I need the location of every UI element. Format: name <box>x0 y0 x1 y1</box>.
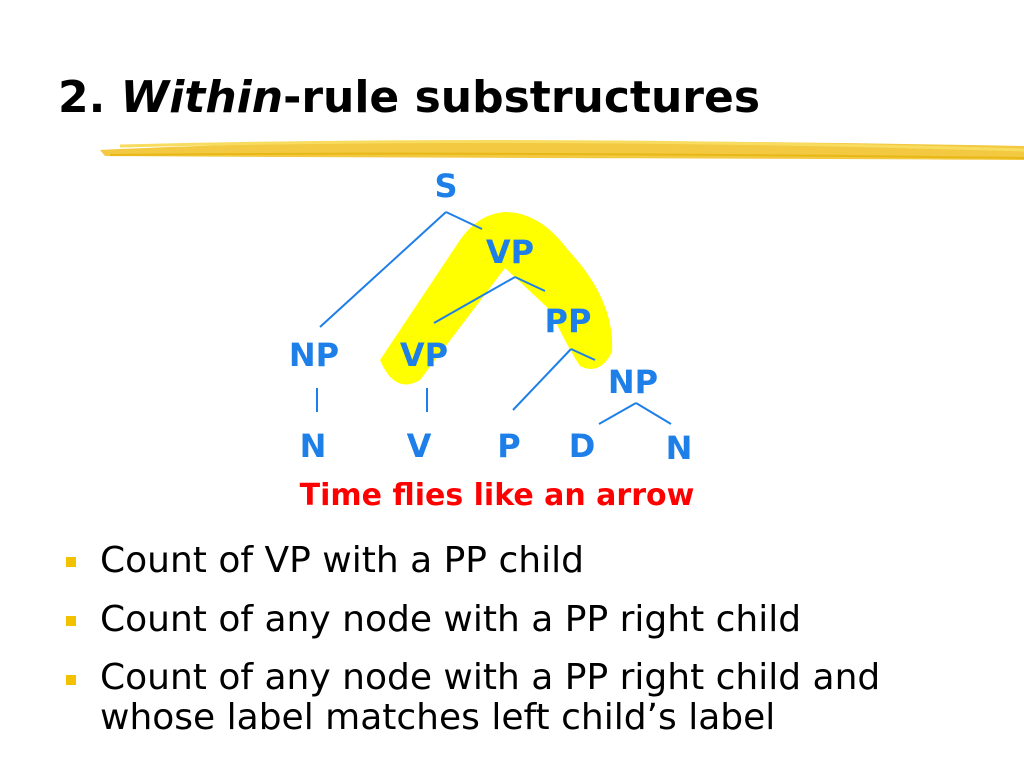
node-np-left: NP <box>289 336 339 374</box>
title-emphasis: Within <box>120 72 284 123</box>
tree-edges <box>316 211 672 425</box>
node-vp-top: VP <box>486 233 534 271</box>
bullet-list: Count of VP with a PP child Count of any… <box>62 540 1002 755</box>
bullet-text: Count of any node with a PP right child … <box>100 657 881 738</box>
node-np-right: NP <box>608 363 658 401</box>
node-v: V <box>407 427 432 465</box>
square-bullet-icon <box>66 616 76 626</box>
node-n1: N <box>300 427 327 465</box>
slide-title: 2. Within-rule substructures <box>58 70 760 126</box>
highlight-band <box>380 212 613 385</box>
edge-s-right <box>445 211 483 230</box>
edge-pp-right <box>570 348 596 361</box>
node-vp-inner: VP <box>400 336 448 374</box>
node-d: D <box>569 427 596 465</box>
title-rest: -rule substructures <box>283 72 761 123</box>
bullet-item: Count of VP with a PP child <box>62 540 1002 582</box>
title-underline <box>100 139 1024 160</box>
edge-np-n2 <box>635 402 672 425</box>
node-n2: N <box>666 429 693 467</box>
bullet-item: Count of any node with a PP right child <box>62 599 1002 641</box>
node-pp: PP <box>545 302 592 340</box>
edge-vp-left <box>433 276 516 324</box>
bullet-text: Count of VP with a PP child <box>100 540 584 581</box>
edge-s-left <box>319 211 447 328</box>
node-p: P <box>497 427 520 465</box>
example-sentence: Time flies like an arrow <box>300 478 695 513</box>
edge-vp-right <box>514 276 546 292</box>
edge-pp-left <box>512 348 572 411</box>
bullet-text: Count of any node with a PP right child <box>100 599 802 640</box>
title-number: 2. <box>58 72 106 123</box>
edge-np-d <box>598 402 637 425</box>
bullet-item: Count of any node with a PP right child … <box>62 658 1002 738</box>
node-s: S <box>434 167 457 205</box>
square-bullet-icon <box>66 557 76 567</box>
square-bullet-icon <box>66 675 76 685</box>
